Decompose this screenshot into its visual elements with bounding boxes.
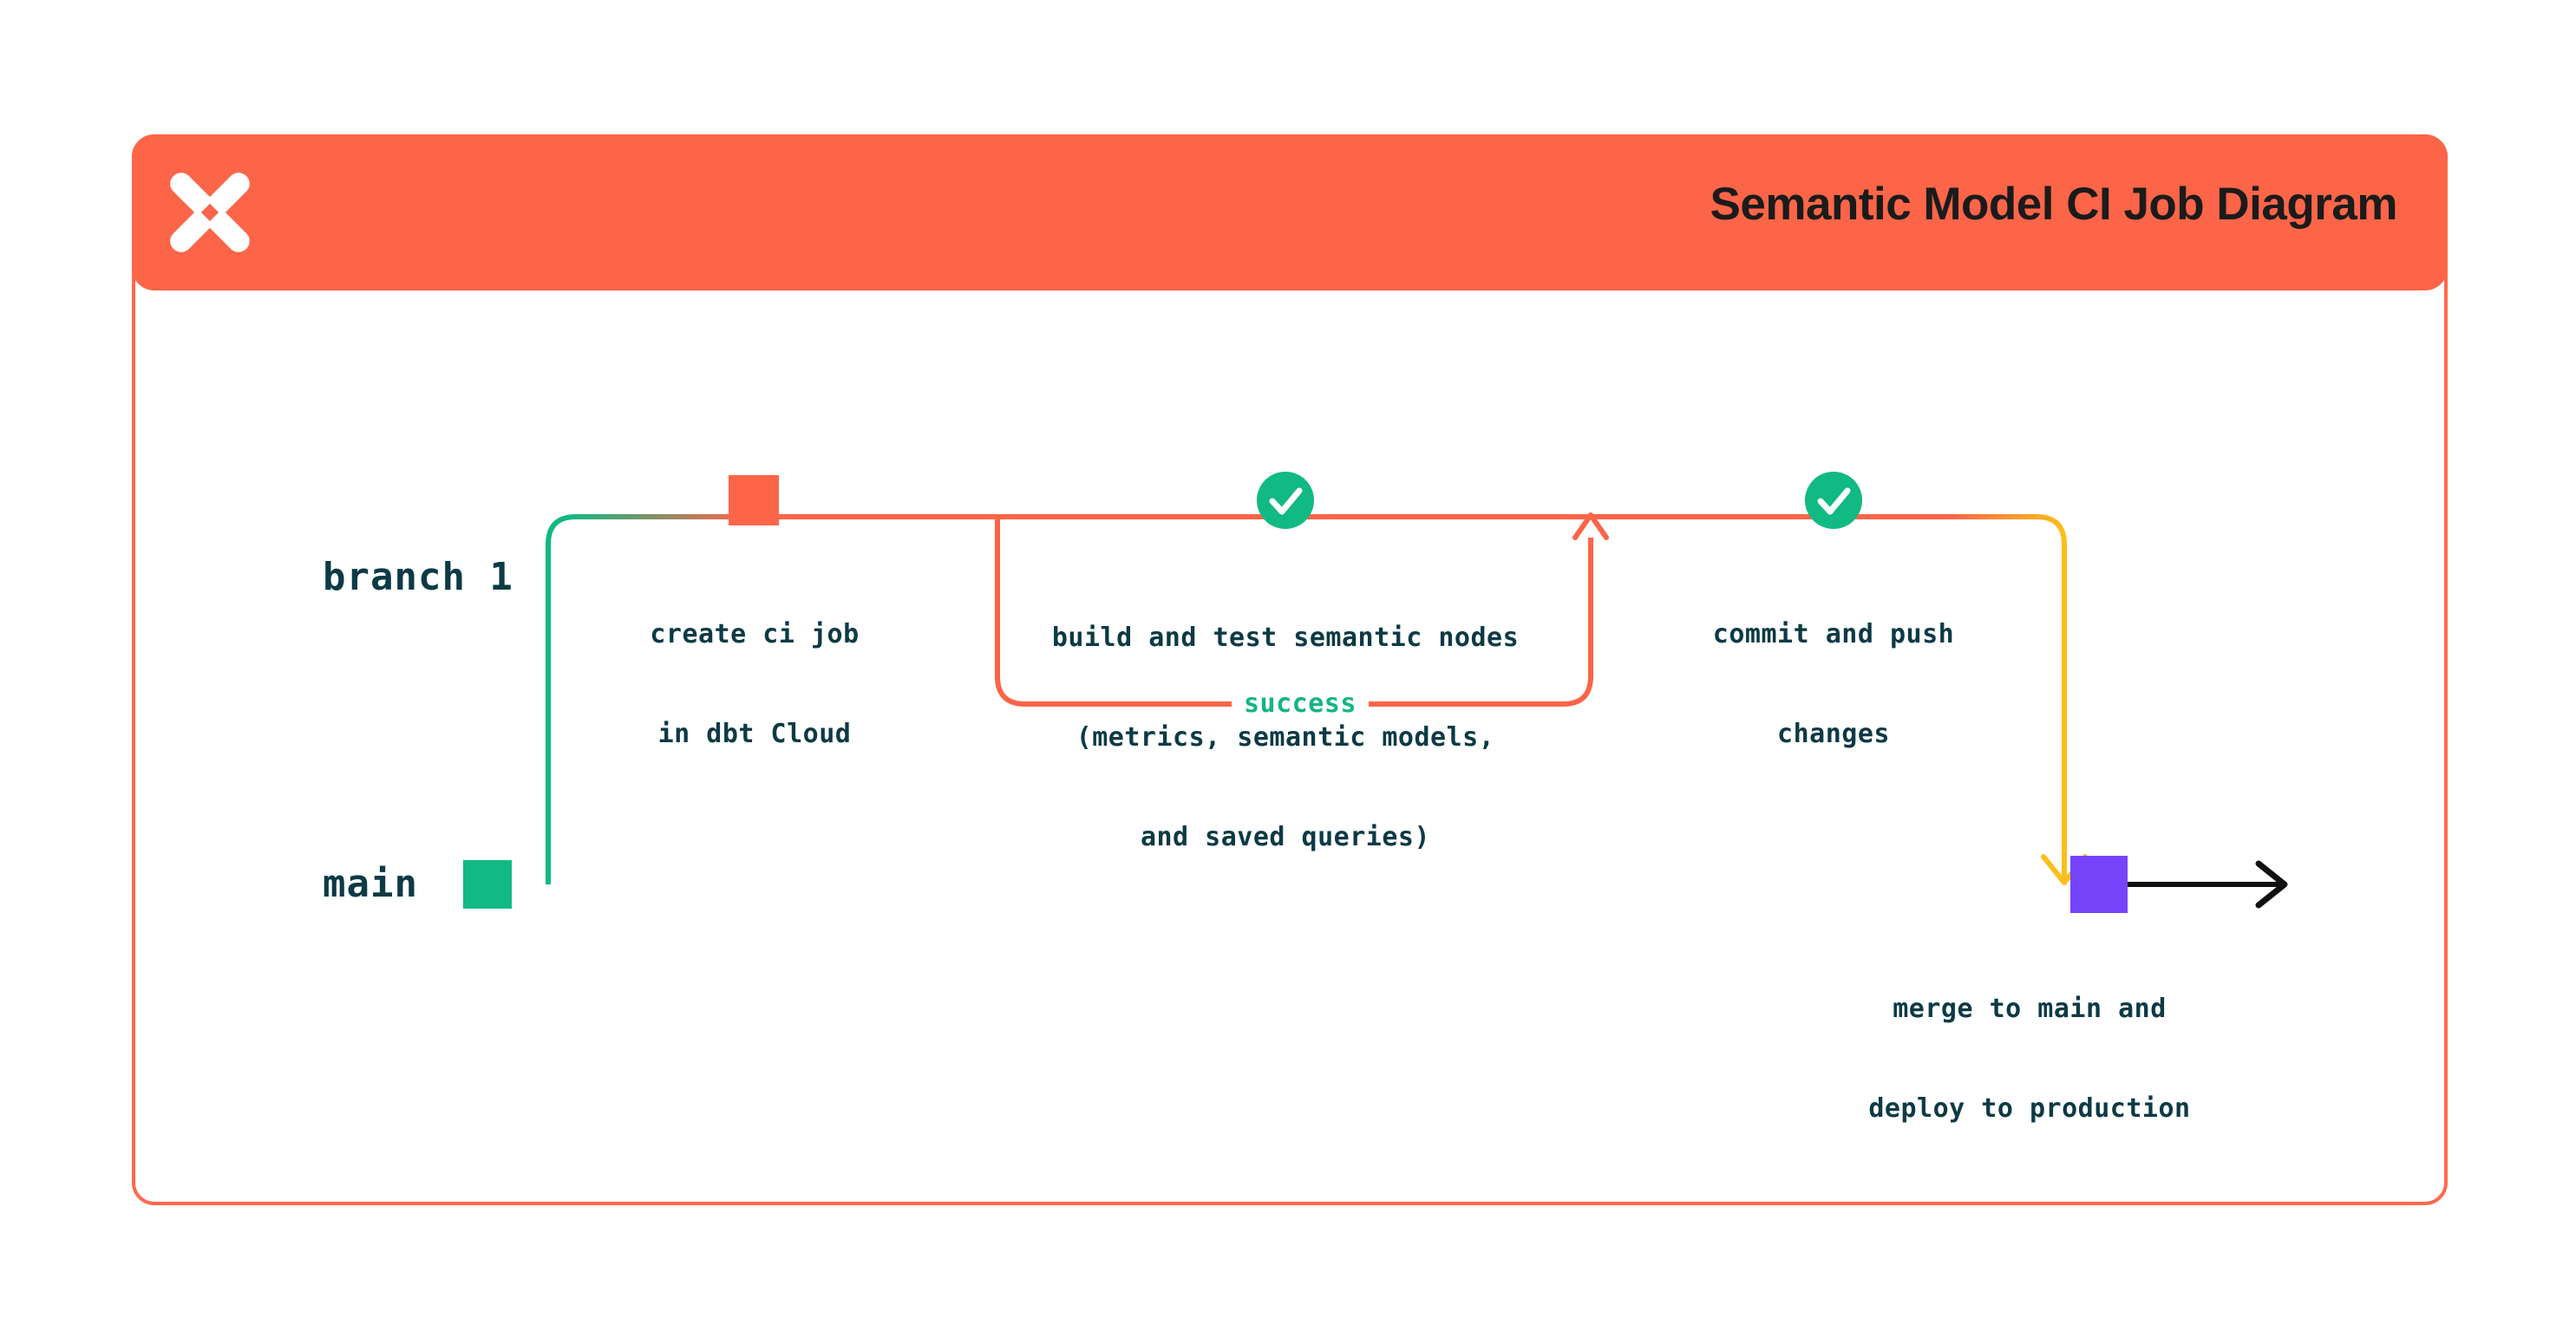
node-label-line: and saved queries) — [1140, 822, 1431, 853]
edge-label-success: success — [1232, 688, 1369, 719]
node-label-line: in dbt Cloud — [657, 718, 852, 749]
page-title: Semantic Model CI Job Diagram — [1710, 179, 2398, 230]
node-label-line: build and test semantic nodes — [1051, 622, 1520, 653]
branch-label-branch1: branch 1 — [323, 555, 513, 599]
node-label-create-ci-job: create ci job in dbt Cloud — [538, 551, 971, 818]
node-label-line: changes — [1777, 718, 1890, 749]
card-header: Semantic Model CI Job Diagram — [132, 134, 2448, 290]
node-label-line: deploy to production — [1868, 1092, 2191, 1124]
branch-label-main: main — [323, 862, 418, 906]
node-label-line: merge to main and — [1893, 993, 2167, 1024]
node-label-commit-and-push: commit and push changes — [1610, 551, 2057, 818]
node-label-merge-to-main: merge to main and deploy to production — [1804, 926, 2255, 1192]
node-label-line: create ci job — [650, 618, 860, 649]
node-label-build-and-test: build and test semantic nodes (metrics, … — [1025, 555, 1546, 921]
dbt-x-logo-icon — [170, 173, 250, 252]
node-label-line: commit and push — [1712, 618, 1955, 649]
node-label-line: (metrics, semantic models, — [1076, 721, 1495, 753]
